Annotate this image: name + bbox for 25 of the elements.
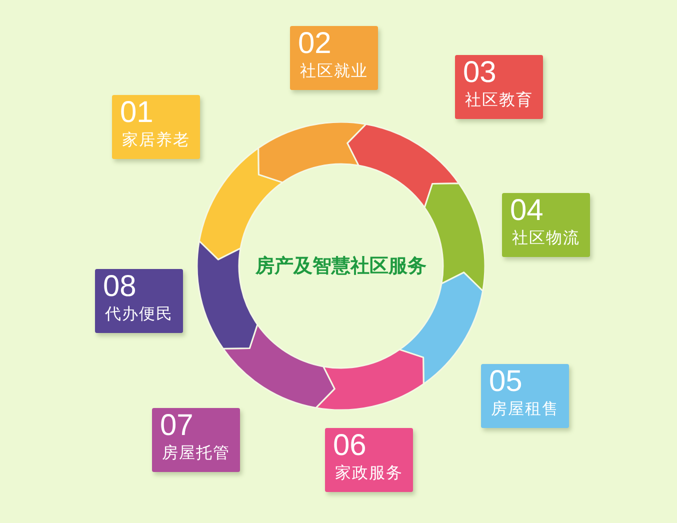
card-label: 社区教育 xyxy=(465,90,534,110)
card-number: 02 xyxy=(298,29,332,59)
card-number: 06 xyxy=(333,431,368,461)
card-label: 家居养老 xyxy=(122,130,191,150)
center-title: 房产及智慧社区服务 xyxy=(256,255,426,277)
card-number: 03 xyxy=(463,58,498,88)
card-label: 代办便民 xyxy=(105,304,174,324)
card-label: 社区物流 xyxy=(512,228,581,248)
service-card xyxy=(325,428,413,492)
service-card xyxy=(112,95,200,159)
card-number: 01 xyxy=(120,98,154,128)
card-number: 05 xyxy=(489,367,524,397)
card-label: 房屋托管 xyxy=(162,443,231,463)
service-card xyxy=(481,364,569,428)
card-label: 社区就业 xyxy=(300,61,369,81)
service-card xyxy=(502,193,590,257)
card-number: 07 xyxy=(160,411,194,441)
service-card xyxy=(152,408,240,472)
service-card xyxy=(290,26,378,90)
service-card xyxy=(455,55,543,119)
card-number: 08 xyxy=(103,272,138,302)
card-number: 04 xyxy=(510,196,544,226)
service-card xyxy=(95,269,183,333)
card-label: 房屋租售 xyxy=(491,399,560,419)
card-label: 家政服务 xyxy=(335,463,404,483)
